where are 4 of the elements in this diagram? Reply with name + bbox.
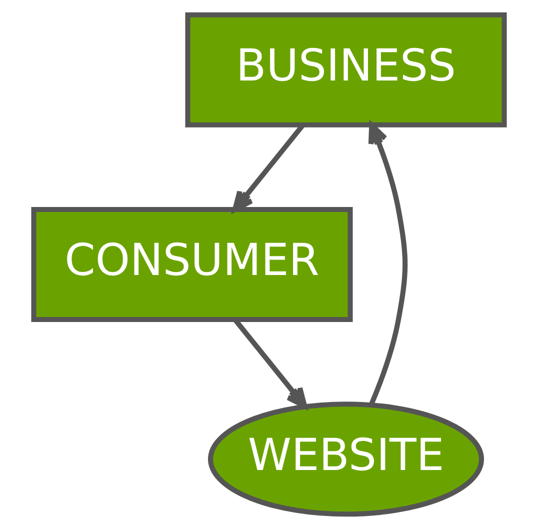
node-box: CONSUMER [31,206,353,322]
node-box: BUSINESS [185,12,507,128]
node-ellipse: WEBSITE [208,402,484,517]
arrow [368,122,408,406]
